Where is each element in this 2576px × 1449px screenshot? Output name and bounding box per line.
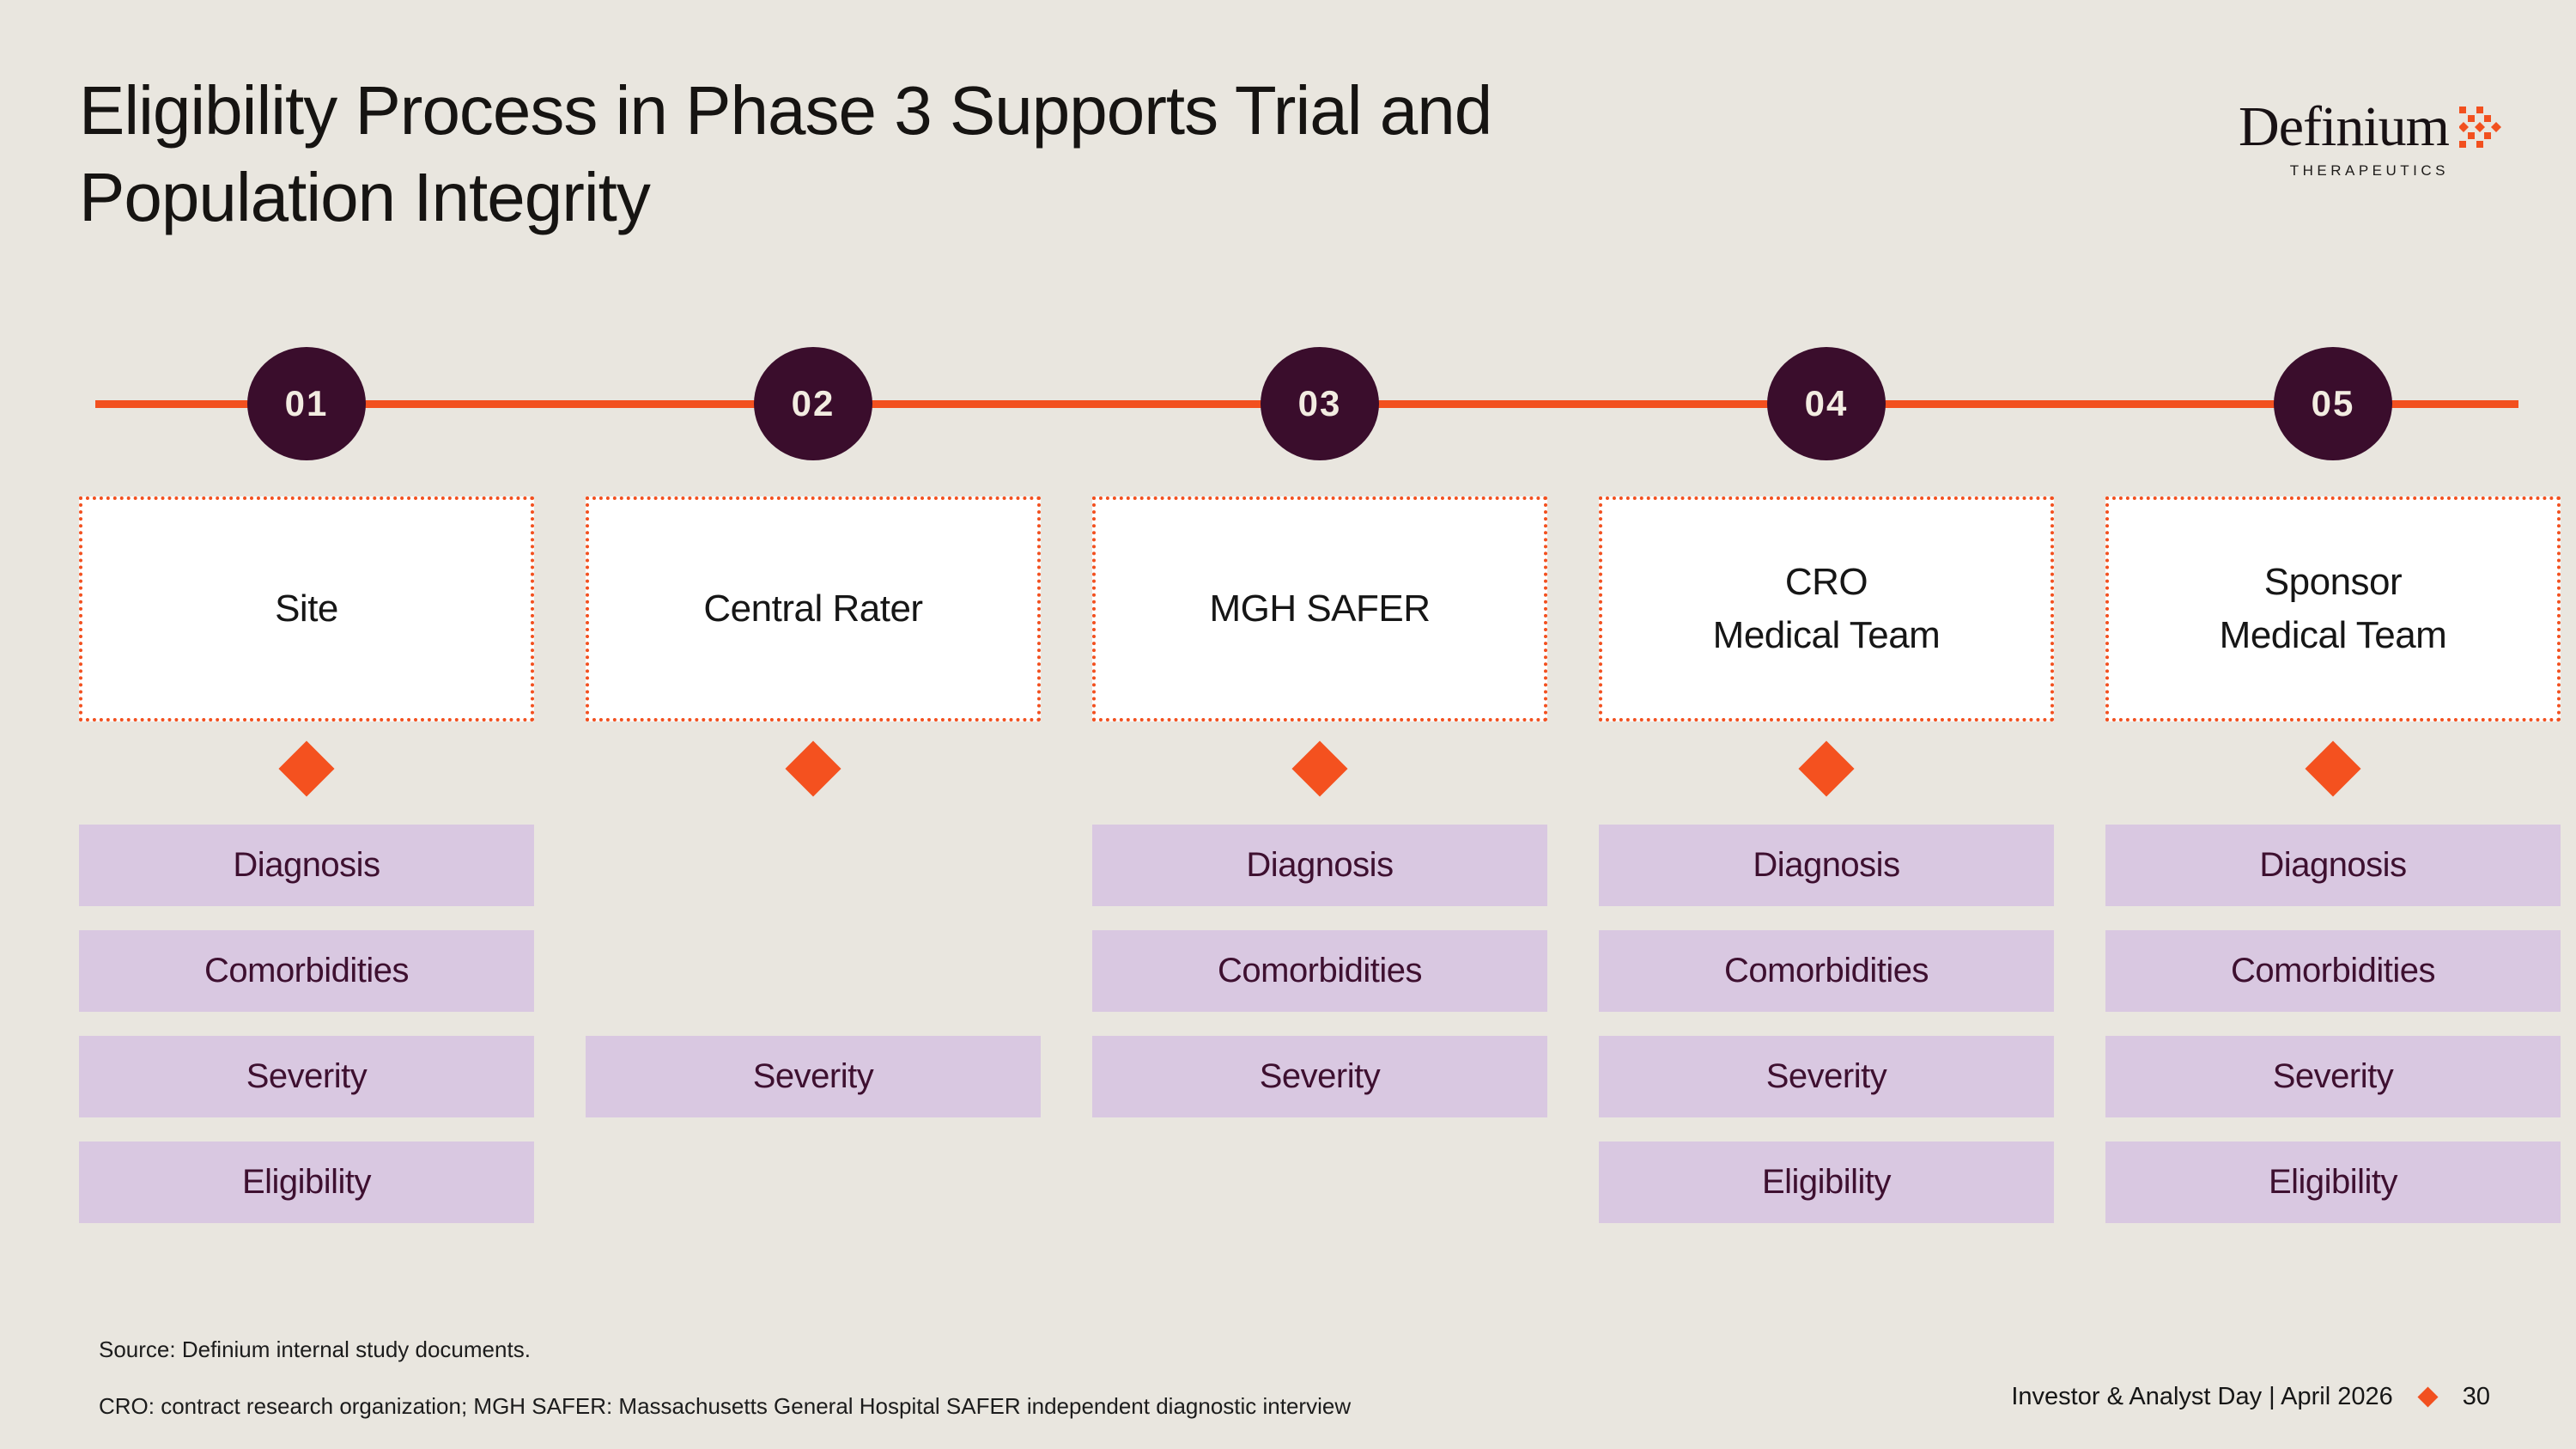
org-box-label-line: Central Rater (703, 588, 923, 630)
check-pill-label: Comorbidities (2230, 952, 2436, 989)
gate-diamond-icon (2305, 740, 2361, 797)
logo-wordmark: Definium (2239, 95, 2450, 158)
page-title-line-1: Eligibility Process in Phase 3 Supports … (79, 72, 1492, 149)
check-pill-label: Eligibility (1761, 1163, 1892, 1201)
org-box-label-line: Sponsor (2263, 561, 2403, 603)
check-pill-label: Eligibility (241, 1163, 372, 1201)
org-box: Central Rater (586, 496, 1041, 721)
check-pill-label: Severity (1765, 1057, 1887, 1095)
footer-diamond-icon (2417, 1385, 2439, 1408)
step-circle-01: 01 (247, 347, 366, 460)
org-box-label: CRO Medical Team (1713, 556, 1941, 662)
step-number: 01 (284, 383, 329, 423)
check-pill: Severity (2105, 1036, 2561, 1117)
check-pill-label: Severity (2272, 1057, 2394, 1095)
check-pill-label: Comorbidities (204, 952, 410, 989)
check-pill-label: Comorbidities (1217, 952, 1423, 989)
check-pill: Comorbidities (1599, 930, 2054, 1012)
check-pill-label: Diagnosis (2259, 846, 2407, 884)
step-number: 04 (1804, 383, 1849, 423)
check-pill: Eligibility (1599, 1142, 2054, 1223)
org-box: Site (79, 496, 534, 721)
check-pill: Severity (1092, 1036, 1547, 1117)
check-pill: Comorbidities (2105, 930, 2561, 1012)
check-pill-label: Diagnosis (1246, 846, 1394, 884)
check-pill: Diagnosis (1599, 825, 2054, 906)
page-title-line-2: Population Integrity (79, 159, 651, 235)
check-pill: Eligibility (79, 1142, 534, 1223)
gate-diamond-icon (1798, 740, 1855, 797)
check-pill-label: Severity (1259, 1057, 1381, 1095)
check-pill: Severity (586, 1036, 1041, 1117)
check-pill-label: Diagnosis (1753, 846, 1900, 884)
step-number: 05 (2311, 383, 2355, 423)
page-title: Eligibility Process in Phase 3 Supports … (79, 67, 1492, 240)
check-pill-label: Severity (246, 1057, 368, 1095)
org-box-label: MGH SAFER (1209, 582, 1431, 636)
check-pill: Comorbidities (1092, 930, 1547, 1012)
step-number: 03 (1297, 383, 1342, 423)
check-pill: Diagnosis (1092, 825, 1547, 906)
gate-diamond-icon (785, 740, 841, 797)
org-box-label-line: Medical Team (2219, 614, 2447, 656)
logo-tagline: THERAPEUTICS (2289, 162, 2449, 179)
step-circle-04: 04 (1767, 347, 1886, 460)
org-box: CRO Medical Team (1599, 496, 2054, 721)
check-pill-label: Eligibility (2268, 1163, 2398, 1201)
org-box-label-line: Medical Team (1712, 614, 1941, 656)
check-pill-label: Comorbidities (1723, 952, 1929, 989)
footnote-abbreviations: CRO: contract research organization; MGH… (99, 1393, 1352, 1419)
check-pill: Severity (79, 1036, 534, 1117)
org-box: MGH SAFER (1092, 496, 1547, 721)
check-pill: Diagnosis (79, 825, 534, 906)
check-pill: Comorbidities (79, 930, 534, 1012)
step-circle-02: 02 (754, 347, 872, 460)
org-box-label: Site (275, 582, 338, 636)
step-circle-03: 03 (1261, 347, 1379, 460)
page-number: 30 (2462, 1382, 2490, 1410)
logo-text: Definium THERAPEUTICS (2239, 95, 2450, 180)
org-box-label-line: Site (275, 588, 338, 630)
company-logo: Definium THERAPEUTICS (2239, 95, 2502, 180)
gate-diamond-icon (278, 740, 335, 797)
check-pill-label: Diagnosis (233, 846, 380, 884)
check-pill: Severity (1599, 1036, 2054, 1117)
step-number: 02 (791, 383, 835, 423)
logo-mark-icon (2459, 107, 2501, 148)
footnote-source: Source: Definium internal study document… (99, 1336, 531, 1362)
footer: Investor & Analyst Day | April 2026 30 (2011, 1379, 2490, 1414)
org-box-label: Central Rater (703, 582, 923, 636)
check-pill: Diagnosis (2105, 825, 2561, 906)
org-box-label-line: CRO (1784, 561, 1868, 603)
step-circle-05: 05 (2274, 347, 2392, 460)
check-pill-label: Severity (752, 1057, 874, 1095)
gate-diamond-icon (1291, 740, 1348, 797)
footer-event-label: Investor & Analyst Day | April 2026 (2011, 1382, 2393, 1410)
check-pill: Eligibility (2105, 1142, 2561, 1223)
org-box-label-line: MGH SAFER (1209, 588, 1431, 630)
